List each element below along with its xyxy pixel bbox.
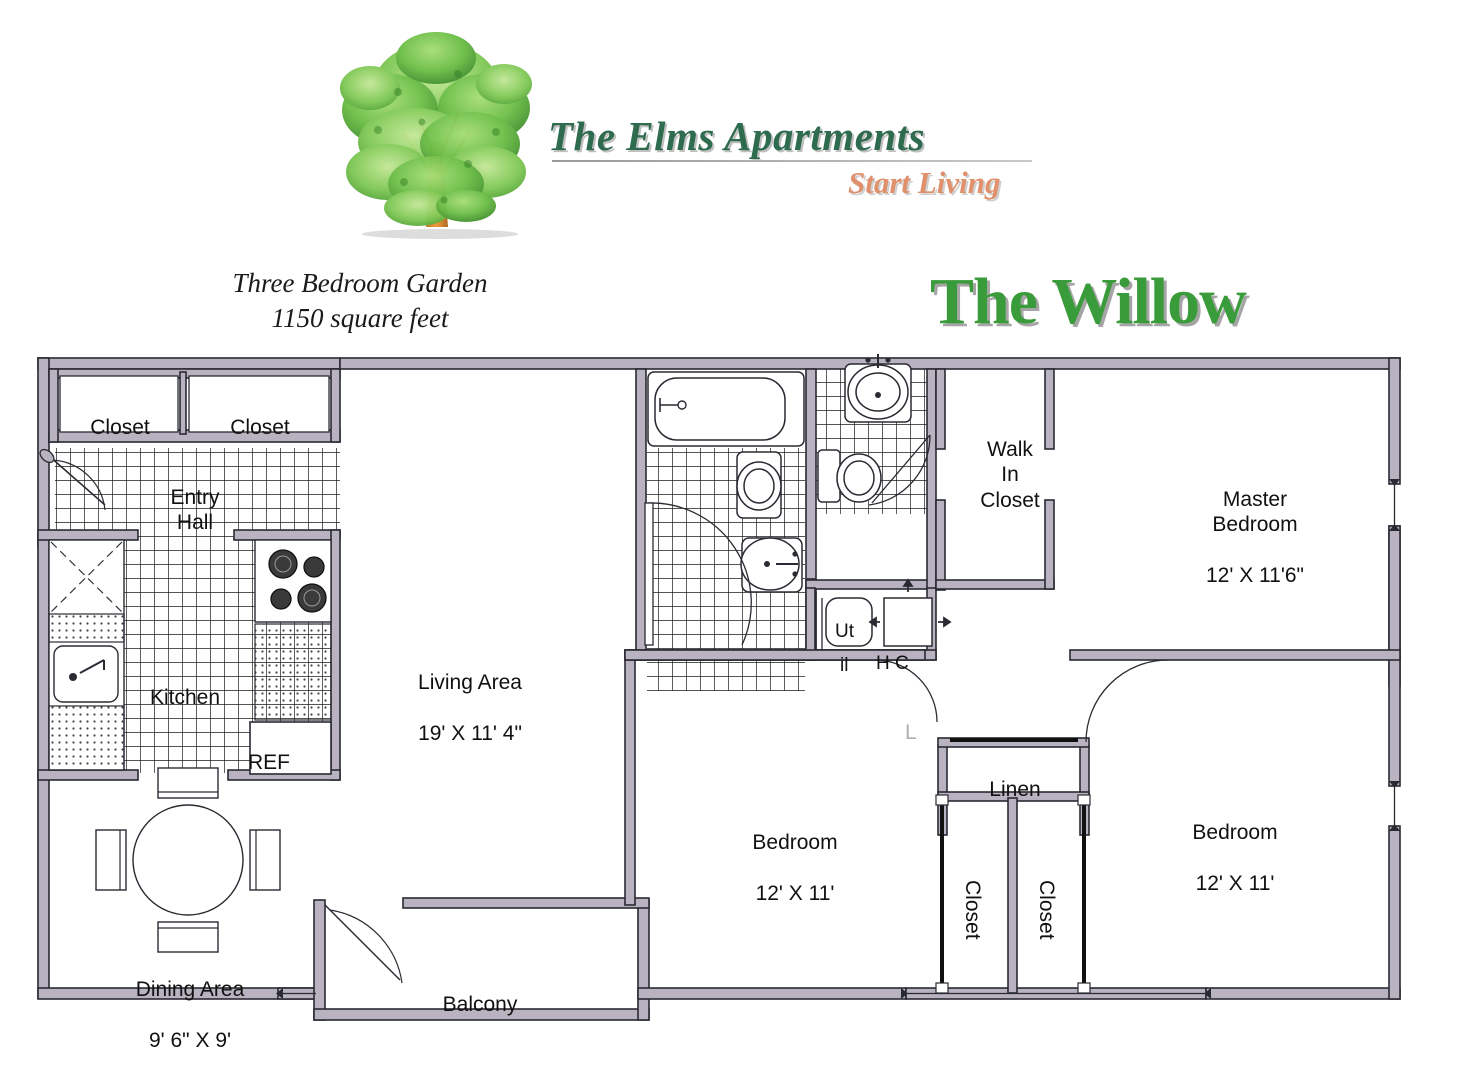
plan-title: The Willow [930,265,1247,338]
unit-sqft: 1150 square feet [271,302,449,333]
brand-name: The Elms Apartments [548,113,926,159]
brand-underline [552,160,1032,162]
elm-tree-logo [318,22,558,250]
unit-summary: Three Bedroom Garden 1150 square feet [150,266,570,335]
floor-plan-drawing: Closet Closet Entry Hall Kitchen REF Liv… [0,340,1463,1060]
brand-tagline: Start Living [848,165,1001,200]
unit-type: Three Bedroom Garden [232,268,488,298]
